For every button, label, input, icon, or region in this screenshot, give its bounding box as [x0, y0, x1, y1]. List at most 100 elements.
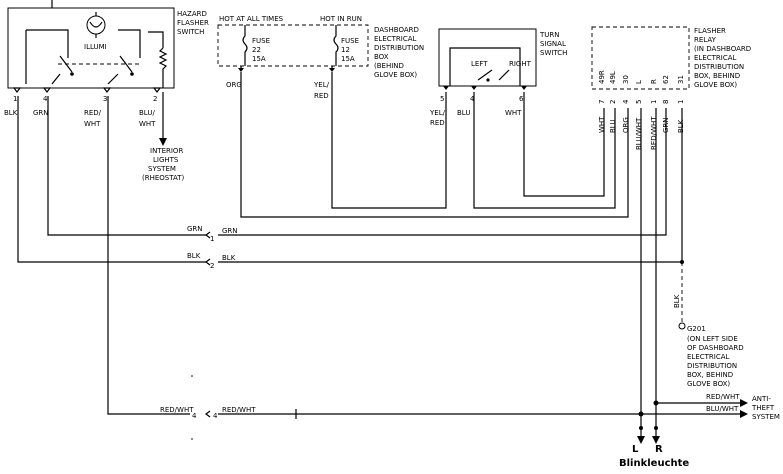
inner-drops	[25, 30, 119, 85]
wire-blu	[473, 92, 616, 209]
hazard-pin-3: 3	[103, 95, 107, 103]
fusebox-label-2: ELECTRICAL	[374, 35, 417, 43]
relay-pin-1: 1	[650, 100, 658, 104]
turn-right: RIGHT	[509, 60, 532, 68]
relay-terminal-49l: 49L	[609, 71, 617, 84]
contact-dot	[130, 72, 134, 76]
turn-pin-4: 4	[470, 95, 475, 103]
relay-pin-5: 5	[635, 100, 643, 104]
fusebox-label-1: DASHBOARD	[374, 26, 419, 34]
output-caption: Blinkleuchte	[619, 458, 689, 469]
ground-wire-label: BLK	[673, 294, 681, 308]
wire-label-redwht-2: WHT	[84, 120, 101, 128]
blinkleuchte-output: L R Blinkleuchte	[619, 444, 689, 469]
relay-wire-wht: WHT	[598, 116, 606, 133]
wire-label-blu: BLU	[457, 109, 470, 117]
switch-blade-1	[59, 55, 73, 73]
relay-title-2: RELAY	[694, 36, 717, 44]
hazard-title-3: SWITCH	[177, 28, 204, 36]
contact-dot	[486, 78, 490, 82]
anti-theft-system: RED/WHT BLU/WHT ANTI- THEFT SYSTEM	[706, 393, 780, 421]
interior-label-3: SYSTEM	[148, 165, 176, 173]
fuse-out-arrows	[238, 68, 335, 72]
relay-wire-redwht: RED/WHT	[650, 116, 658, 150]
ground-label-1: G201	[687, 325, 706, 333]
fuse-out-stubs	[240, 66, 333, 68]
harness-grn-pin: 1	[210, 235, 214, 243]
relay-wire-bluwht: BLU/WHT	[635, 117, 643, 150]
ground-g201: BLK G201 (ON LEFT SIDE OF DASHBOARD ELEC…	[673, 294, 744, 388]
interior-label-4: (RHEOSTAT)	[142, 174, 184, 182]
antitheft-wire-2: BLU/WHT	[706, 405, 739, 413]
switch-blade-2	[119, 55, 133, 73]
turn-pin-5: 5	[440, 95, 444, 103]
relay-pin-2: 2	[609, 100, 617, 104]
scan-dot	[191, 438, 193, 440]
relay-pin-7: 7	[598, 100, 606, 104]
relay-title-7: GLOVE BOX)	[694, 81, 737, 89]
hot-in-run: HOT IN RUN	[320, 15, 362, 23]
contact-dot	[70, 72, 74, 76]
hazard-inner-wire-2	[118, 29, 141, 58]
harness-grn-left: GRN	[187, 225, 203, 233]
flasher-relay: FLASHER RELAY (IN DASHBOARD ELECTRICAL D…	[591, 26, 751, 150]
harness-redwht-pin-2: 4	[213, 412, 218, 420]
splice-dot	[680, 260, 684, 264]
ground-label-7: GLOVE BOX)	[687, 380, 730, 388]
splice-dot	[653, 400, 659, 406]
harness-blk-pin: 2	[210, 262, 214, 270]
fuse1-label: FUSE	[252, 37, 270, 45]
turn-pin-6: 6	[519, 95, 524, 103]
fusebox-label-5: (BEHIND	[374, 62, 404, 70]
splice-dot	[639, 426, 643, 430]
rheostat-icon	[158, 47, 168, 88]
splice-dot	[654, 426, 658, 430]
wire-label-grn: GRN	[33, 109, 49, 117]
hazard-switch-box	[7, 7, 175, 89]
harness-redwht-right: RED/WHT	[222, 406, 256, 414]
antitheft-arrows	[740, 399, 748, 418]
wire-label-bluwht-1: BLU/	[139, 109, 155, 117]
hazard-inner-wire-3	[148, 31, 164, 48]
hazard-pin-4: 4	[43, 95, 48, 103]
relay-wire-blu: BLU	[609, 120, 617, 133]
fusebox-label-3: DISTRIBUTION	[374, 44, 424, 52]
hazard-pin-2: 2	[153, 95, 157, 103]
interior-label-2: LIGHTS	[153, 156, 179, 164]
fuse-22-icon	[242, 25, 248, 66]
harness-redwht-left: RED/WHT	[160, 406, 194, 414]
ground-label-6: BOX, BEHIND	[687, 371, 733, 379]
relay-wire-blk: BLK	[677, 119, 685, 133]
wire-label-yel: YEL/	[429, 109, 446, 117]
wire-label-yelred-1: YEL/	[313, 81, 330, 89]
wire-wht	[523, 92, 605, 197]
turn-title-2: SIGNAL	[540, 40, 566, 48]
connector-arrows	[12, 87, 162, 93]
antitheft-wire-1: RED/WHT	[706, 393, 740, 401]
interior-lights: INTERIOR LIGHTS SYSTEM (RHEOSTAT)	[142, 92, 184, 182]
harness-blk-right: BLK	[222, 254, 236, 262]
ground-icon	[678, 322, 686, 330]
fusebox-label-4: BOX	[374, 53, 389, 61]
harness-grn-right: GRN	[222, 227, 238, 235]
relay-title-4: ELECTRICAL	[694, 54, 737, 62]
wire-label-blk: BLK	[4, 109, 18, 117]
hazard-inner-wire-1	[26, 29, 69, 58]
lamp-label: ILLUMI	[84, 43, 107, 51]
relay-terminal-31: 31	[677, 75, 685, 84]
dashboard-fuse-box: HOT AT ALL TIMES HOT IN RUN FUSE 22 15A …	[217, 15, 424, 100]
ground-label-3: OF DASHBOARD	[687, 344, 744, 352]
scan-dot	[191, 375, 193, 377]
wire-label-yelred-2: RED	[314, 92, 329, 100]
turn-signal-switch: TURN SIGNAL SWITCH LEFT RIGHT 5 4 6 YEL/…	[429, 28, 567, 127]
wires	[17, 72, 748, 444]
antitheft-label-2: THEFT	[751, 404, 775, 412]
wire-label-redwht-1: RED/	[84, 109, 102, 117]
wire-label-org: ORG	[226, 81, 242, 89]
ground-label-2: (ON LEFT SIDE	[687, 335, 738, 343]
splice-dot	[638, 411, 644, 417]
relay-title-3: (IN DASHBOARD	[694, 45, 751, 53]
harness-blk-left: BLK	[187, 252, 201, 260]
relay-pin-1b: 1	[677, 100, 685, 104]
turn-left: LEFT	[471, 60, 488, 68]
